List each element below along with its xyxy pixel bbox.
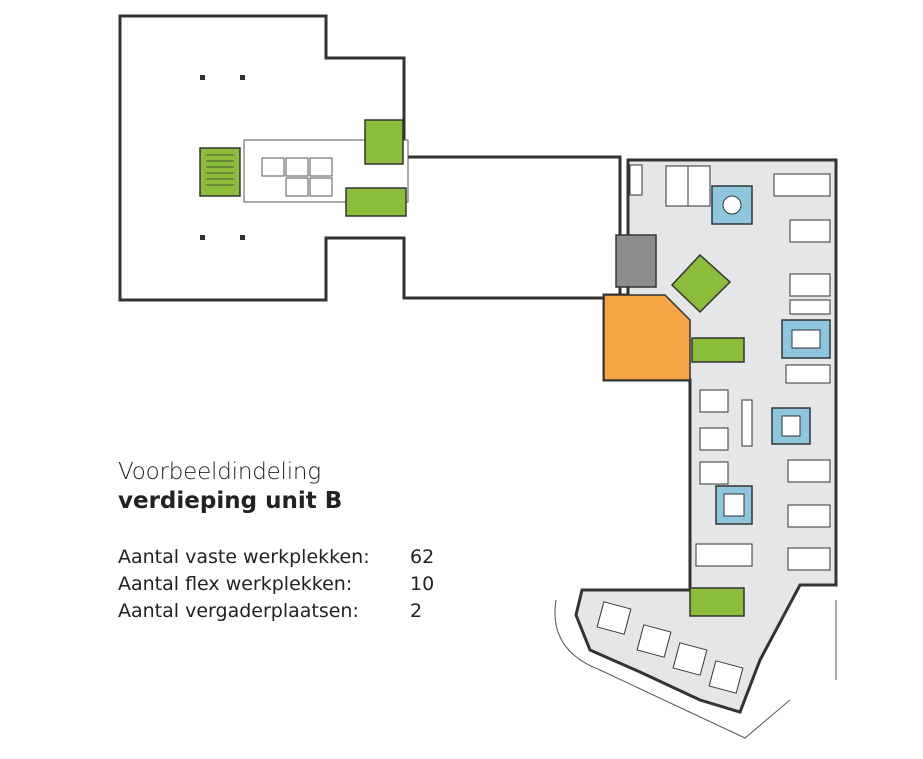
stairwell-icon: [670, 253, 732, 314]
caption-subtitle: verdieping unit B: [118, 488, 343, 514]
stat-value: 62: [410, 546, 435, 568]
kitchen-area: [603, 294, 691, 381]
desk-cluster-icon: [629, 164, 831, 571]
column-icon: [200, 75, 245, 240]
toilet-block: [261, 157, 333, 197]
stat-row-meeting: Aantal vergaderplaatsen: 2: [118, 598, 434, 625]
meeting-table: [722, 195, 742, 215]
stats-list: Aantal vaste werkplekken: 62 Aantal flex…: [118, 544, 434, 625]
stat-row-fixed: Aantal vaste werkplekken: 62: [118, 544, 434, 571]
left-wing: [118, 14, 622, 302]
stat-row-flex: Aantal flex werkplekken: 10: [118, 571, 434, 598]
stat-value: 2: [410, 600, 423, 622]
stat-value: 10: [410, 573, 435, 595]
toilet-icon: [615, 234, 657, 288]
meeting-table-icon: [781, 319, 831, 359]
plan-caption: Voorbeeldindeling verdieping unit B: [118, 458, 342, 516]
meeting-table: [781, 415, 801, 437]
unit-b: [554, 158, 838, 739]
terrace-edge: [554, 599, 837, 739]
stairwell-icon: [689, 587, 745, 617]
caption-title: Voorbeeldindeling: [118, 459, 321, 485]
stat-label: Aantal flex werkplekken:: [118, 573, 353, 595]
stair-steps: [206, 154, 234, 186]
stat-label: Aantal vaste werkplekken:: [118, 546, 370, 568]
stairwell-icon: [691, 337, 745, 363]
desk-cluster-icon: [596, 601, 744, 694]
stairwell-icon: [345, 187, 407, 217]
stairwell-icon: [199, 147, 241, 197]
meeting-table: [791, 329, 821, 349]
stat-label: Aantal vergaderplaatsen:: [118, 600, 359, 622]
meeting-table: [723, 493, 745, 517]
stairwell-icon: [364, 119, 404, 165]
